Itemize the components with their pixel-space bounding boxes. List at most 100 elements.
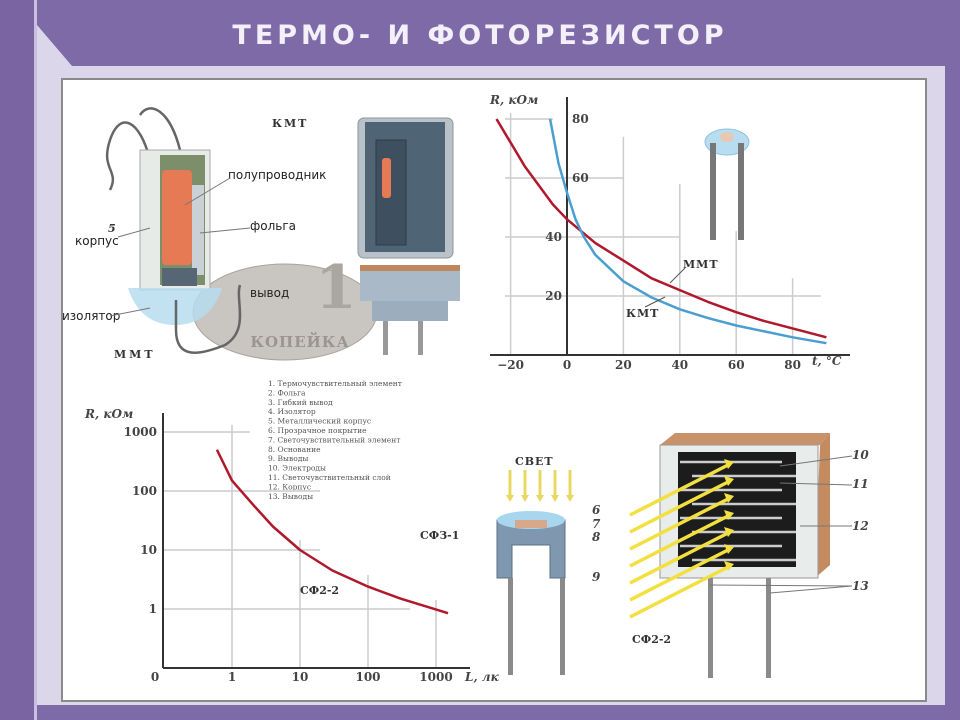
x-tick-label: 20 (615, 358, 632, 372)
legend-item: 7. Светочувствительный элемент (268, 435, 400, 444)
x-tick-label: 60 (728, 358, 745, 372)
leader-line (769, 585, 853, 594)
light-arrow-icon (629, 531, 729, 585)
photoresistor-resistance-chart: 0 1 10 100 1000 1 10 100 1000 R, кОм L, лк СФ2-2 (84, 407, 500, 684)
label-lead: вывод (250, 286, 289, 300)
legend-item: 3. Гибкий вывод (268, 398, 333, 407)
y-tick-label: 1000 (124, 425, 157, 439)
series-line-kmt (548, 118, 827, 345)
leader-line (779, 455, 853, 467)
light-arrow-head-icon (566, 495, 574, 502)
label-foil: фольга (250, 219, 296, 233)
label-mmt: ММТ (114, 348, 156, 361)
light-arrow-icon (629, 480, 729, 534)
y-tick-label: 40 (545, 230, 562, 244)
x-tick-label: 0 (563, 358, 571, 372)
leader-line (644, 296, 666, 308)
light-arrow-icon (629, 565, 729, 619)
leader-line (117, 227, 151, 238)
label-light: СВЕТ (515, 455, 554, 468)
label-insulator: изолятор (62, 309, 120, 323)
series-label-kmt: КМТ (626, 307, 659, 320)
coin-value: 1 (315, 253, 357, 323)
chart-annotation: СФ2-2 (300, 584, 339, 597)
legend-item: 8. Основание (268, 445, 321, 454)
x-axis-label: L, лк (464, 670, 500, 684)
label-number-7: 7 (592, 517, 601, 531)
series-line-mmt (495, 118, 827, 339)
leader-line (669, 267, 686, 284)
x-tick-label: 80 (784, 358, 801, 372)
legend-item: 9. Выводы (268, 454, 308, 463)
legend-item: 11. Светочувствительный слой (268, 473, 391, 482)
legend-item: 12. Корпус (268, 482, 311, 491)
label-sf2-2: СФ2-2 (632, 633, 671, 646)
mmt-thermistor-illustration (105, 107, 242, 354)
light-arrow-head-icon (724, 544, 734, 554)
x-tick-label: 40 (671, 358, 688, 372)
series-label-mmt: ММТ (683, 258, 719, 271)
legend-item: 1. Термочувствительный элемент (268, 379, 402, 388)
label-number-10: 10 (852, 448, 869, 462)
label-number-11: 11 (852, 477, 869, 491)
light-arrow-icon (629, 497, 729, 551)
y-tick-label: 80 (572, 112, 589, 126)
y-tick-label: 1 (149, 602, 157, 616)
y-tick-label: 100 (132, 484, 157, 498)
left-strip-line (34, 0, 37, 720)
leader-line (709, 584, 853, 587)
light-arrow-head-icon (521, 495, 529, 502)
kmt-thermistor-illustration (357, 117, 460, 355)
light-arrow-icon (629, 463, 729, 517)
light-arrow-icon (629, 514, 729, 568)
leader-line (109, 307, 151, 317)
label-number-6: 6 (592, 503, 601, 517)
label-number-5: 5 (108, 222, 116, 235)
legend-item: 4. Изолятор (268, 407, 316, 416)
y-axis-label: R, кОм (84, 407, 133, 421)
x-tick-label: 100 (355, 670, 380, 684)
legend-item: 13. Выводы (268, 492, 313, 501)
y-tick-label: 60 (572, 171, 589, 185)
label-number-12: 12 (852, 519, 869, 533)
x-tick-label: 1000 (419, 670, 452, 684)
light-arrow-head-icon (724, 561, 734, 571)
label-kmt: КМТ (272, 117, 308, 130)
leader-line (184, 177, 231, 206)
label-number-9: 9 (592, 570, 601, 584)
leader-line (199, 227, 251, 234)
legend-item: 2. Фольга (268, 388, 306, 397)
light-arrow-head-icon (506, 495, 514, 502)
x-tick-label: −20 (497, 358, 524, 372)
x-tick-label: 1 (228, 670, 236, 684)
light-arrow-head-icon (724, 459, 734, 469)
light-arrow-head-icon (724, 476, 734, 486)
light-arrow-head-icon (724, 527, 734, 537)
left-strip (0, 0, 34, 720)
light-arrow-head-icon (724, 493, 734, 503)
label-number-13: 13 (852, 579, 869, 593)
legend-item: 6. Прозрачное покрытие (268, 426, 367, 435)
label-number-8: 8 (592, 530, 601, 544)
x-axis-label: t, °C (812, 354, 842, 368)
label-semiconductor: полупроводник (228, 168, 326, 182)
x-tick-label: 0 (151, 670, 159, 684)
coin-text: КОПЕЙКА (250, 332, 349, 351)
sf2-photoresistor-illustration (629, 433, 853, 678)
x-tick-label: 10 (292, 670, 309, 684)
leader-line (779, 482, 853, 486)
series-line-sf2-2 (215, 449, 449, 615)
light-arrow-head-icon (551, 495, 559, 502)
bead-thermistor-illustration (704, 128, 750, 240)
y-tick-label: 10 (140, 543, 157, 557)
legend-item: 10. Электроды (268, 464, 326, 473)
label-body: корпус (75, 234, 119, 248)
light-arrow-icon (629, 548, 729, 602)
legend-item: 5. Металлический корпус (268, 417, 371, 426)
light-arrow-head-icon (536, 495, 544, 502)
y-axis-label: R, кОм (489, 93, 538, 107)
sf3-photoresistor-illustration (496, 470, 574, 675)
